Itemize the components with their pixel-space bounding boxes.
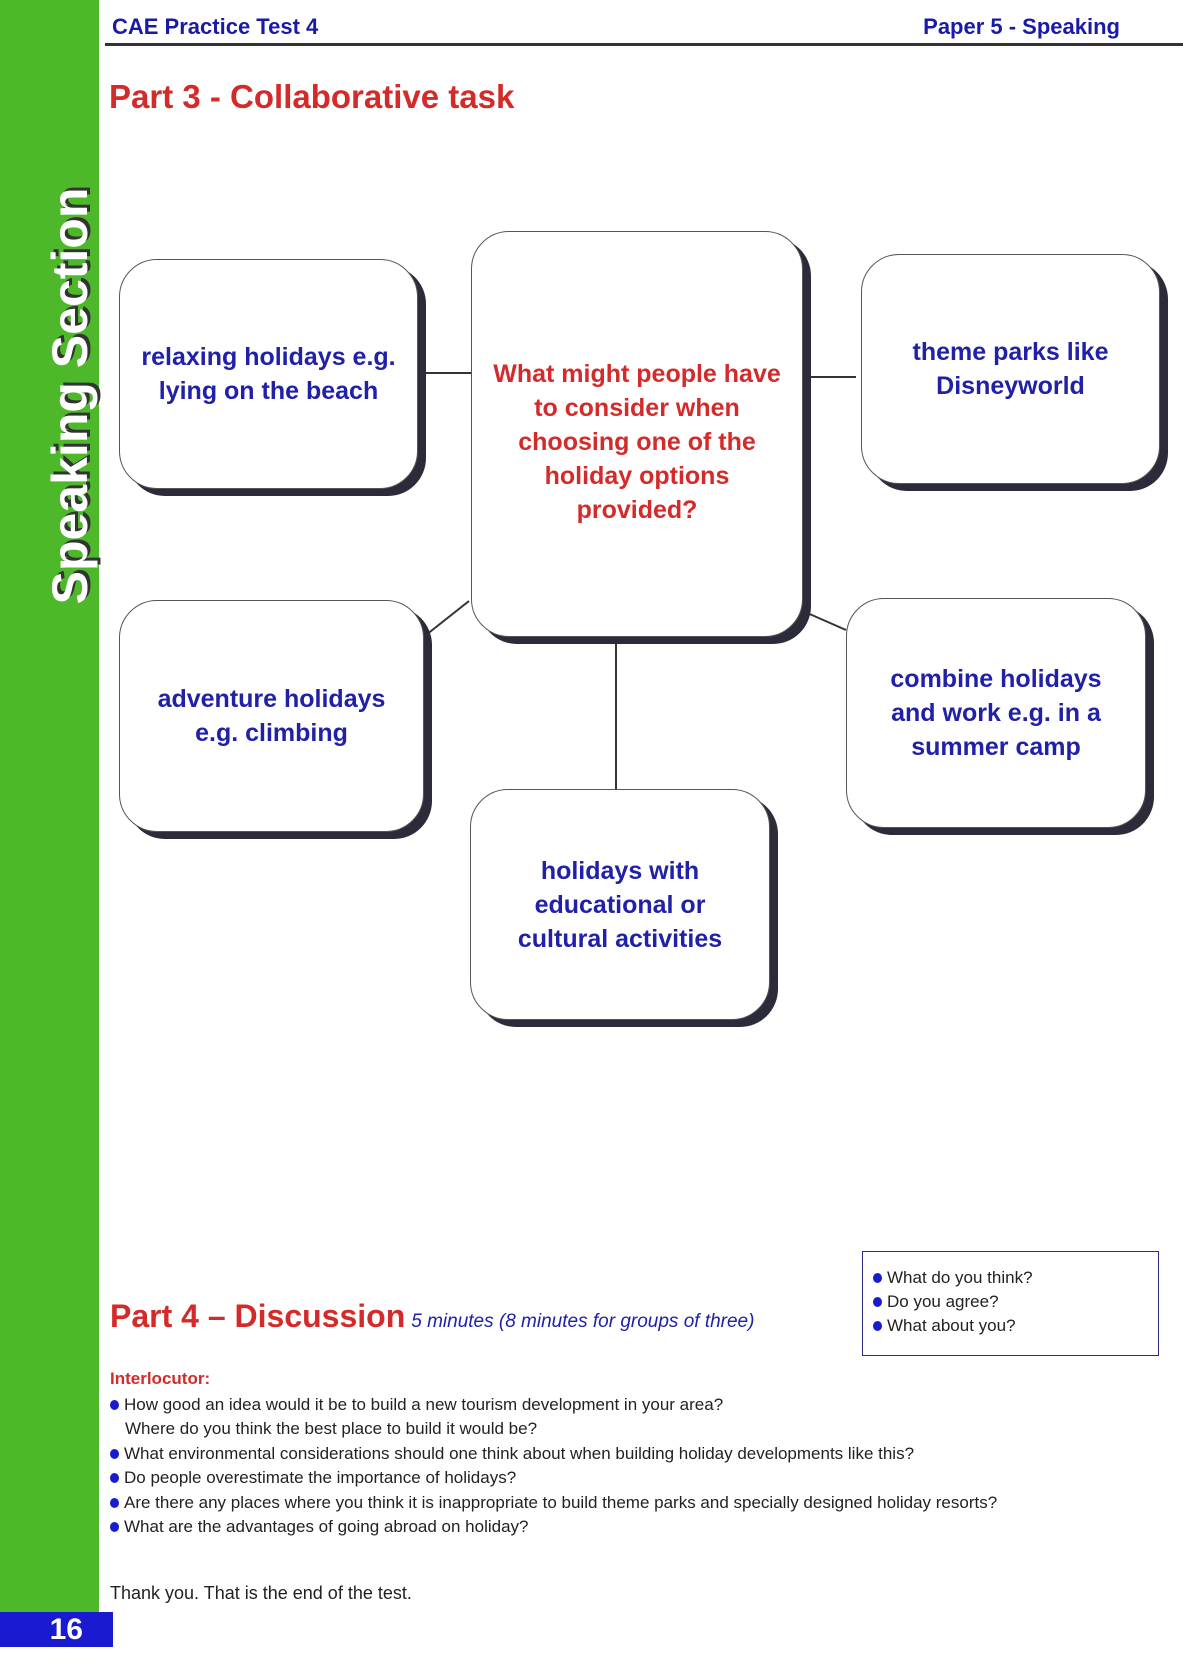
- bullet-icon: [110, 1400, 119, 1410]
- prompt-item: What do you think?: [873, 1266, 1148, 1290]
- bullet-icon: [873, 1297, 882, 1307]
- question-text: Are there any places where you think it …: [124, 1492, 998, 1512]
- bullet-icon: [110, 1473, 119, 1484]
- question-item: Where do you think the best place to bui…: [125, 1419, 538, 1439]
- connector-adventure: [425, 600, 470, 636]
- prompt-item: What about you?: [873, 1314, 1148, 1338]
- connector-lines: [420, 372, 856, 789]
- question-item: What are the advantages of going abroad …: [110, 1515, 997, 1539]
- question-text: Do people overestimate the importance of…: [124, 1468, 517, 1488]
- question-text: What are the advantages of going abroad …: [124, 1517, 529, 1537]
- page-number: 16: [0, 1612, 113, 1647]
- central-question-box: What might people have to consider when …: [471, 231, 803, 637]
- header-divider: [105, 43, 1183, 46]
- closing-text: Thank you. That is the end of the test.: [110, 1583, 412, 1603]
- test-title: CAE Practice Test 4: [112, 14, 319, 39]
- bullet-icon: [110, 1448, 119, 1459]
- interlocutor-label: Interlocutor:: [110, 1369, 211, 1388]
- question-item: How good an idea would it be to build a …: [110, 1393, 997, 1417]
- prompt-text: What about you?: [887, 1316, 1016, 1335]
- question-text: How good an idea would it be to build a …: [124, 1395, 724, 1414]
- question-text: What environmental considerations should…: [124, 1443, 915, 1463]
- prompt-text: Do you agree?: [887, 1292, 999, 1311]
- prompt-box: What do you think? Do you agree? What ab…: [862, 1251, 1159, 1356]
- bullet-icon: [873, 1273, 882, 1283]
- bullet-icon: [110, 1522, 119, 1533]
- question-item: Do people overestimate the importance of…: [110, 1466, 997, 1490]
- section-sidebar: [0, 0, 99, 1612]
- question-item: Are there any places where you think it …: [110, 1491, 997, 1515]
- option-box-theme-parks: theme parks like Disneyworld: [861, 254, 1160, 484]
- option-box-adventure: adventure holidays e.g. climbing: [119, 600, 424, 832]
- option-box-educational: holidays with educational or cultural ac…: [470, 789, 770, 1020]
- paper-title: Paper 5 - Speaking: [923, 14, 1120, 39]
- part4-timing: 5 minutes (8 minutes for groups of three…: [411, 1311, 755, 1332]
- question-list: How good an idea would it be to build a …: [110, 1393, 997, 1539]
- connector-combine: [804, 611, 847, 631]
- option-box-relaxing: relaxing holidays e.g. lying on the beac…: [119, 259, 418, 489]
- prompt-item: Do you agree?: [873, 1290, 1148, 1314]
- prompt-text: What do you think?: [887, 1268, 1033, 1287]
- part4-title: Part 4 – Discussion: [110, 1298, 406, 1334]
- question-item: What environmental considerations should…: [110, 1442, 997, 1466]
- bullet-icon: [110, 1497, 119, 1508]
- bullet-icon: [873, 1321, 882, 1331]
- option-box-combine-work: combine holidays and work e.g. in a summ…: [846, 598, 1146, 828]
- part3-heading: Part 3 - Collaborative task: [109, 78, 515, 115]
